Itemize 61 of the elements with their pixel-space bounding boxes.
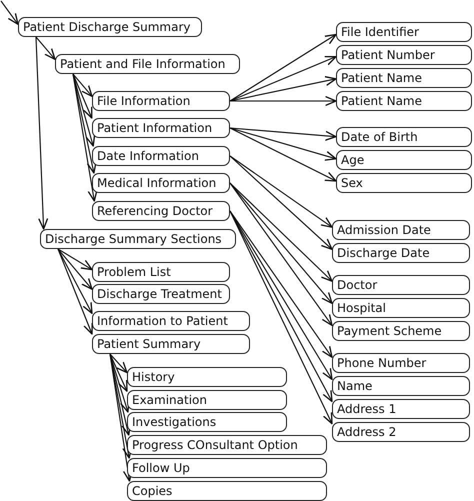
arrow xyxy=(230,182,333,326)
node-box: Patient Name xyxy=(336,68,472,88)
node-box: File Identifier xyxy=(336,22,472,42)
node-box: Progress COnsultant Option xyxy=(127,435,327,455)
arrow xyxy=(230,182,333,304)
arrow xyxy=(109,354,132,459)
arrow xyxy=(110,354,128,374)
node-box: Name xyxy=(332,376,470,396)
node-box: Discharge Treatment xyxy=(92,284,230,304)
node-box: Investigations xyxy=(127,412,287,432)
node-box: Examination xyxy=(127,390,287,410)
node-box: Address 2 xyxy=(332,422,470,442)
arrow xyxy=(110,354,128,392)
node-box: Referencing Doctor xyxy=(92,201,230,221)
arrow xyxy=(109,354,133,482)
arrow xyxy=(230,96,337,106)
node-box: Problem List xyxy=(92,262,230,282)
arrow xyxy=(230,34,337,102)
node-box: Copies xyxy=(127,481,327,501)
arrow xyxy=(57,248,93,335)
node-box: Patient Information xyxy=(92,118,230,138)
arrow xyxy=(58,248,93,290)
node-box: Payment Scheme xyxy=(332,321,470,341)
arrow xyxy=(230,127,337,141)
arrow xyxy=(0,0,19,25)
node-box: History xyxy=(127,367,287,387)
arrow xyxy=(230,156,333,228)
node-box: Phone Number xyxy=(332,353,470,373)
node-box: Age xyxy=(336,150,472,170)
node-box: Patient Summary xyxy=(92,334,250,354)
arrow xyxy=(58,248,93,270)
node-box: Patient Number xyxy=(336,45,472,65)
node-box: Discharge Date xyxy=(332,243,470,263)
node-box: Information to Patient xyxy=(92,311,250,331)
arrow xyxy=(72,74,96,147)
node-box: Doctor xyxy=(332,275,470,295)
node-box: Hospital xyxy=(332,298,470,318)
node-box: Follow Up xyxy=(127,458,327,478)
node-box: Discharge Summary Sections xyxy=(40,229,236,249)
arrow xyxy=(72,74,92,119)
node-box: Admission Date xyxy=(332,220,470,240)
arrow xyxy=(36,36,56,60)
node-box: Patient Discharge Summary xyxy=(18,17,202,37)
arrow xyxy=(230,56,337,102)
node-box: File Information xyxy=(92,91,230,111)
node-box: Date Information xyxy=(92,146,230,166)
node-box: Address 1 xyxy=(332,399,470,419)
arrow xyxy=(72,74,98,202)
arrow xyxy=(35,36,48,230)
arrow xyxy=(230,156,333,250)
arrow xyxy=(72,74,93,97)
node-box: Patient Name xyxy=(336,91,472,111)
arrow xyxy=(230,76,337,102)
node-box: Date of Birth xyxy=(336,127,472,147)
arrow xyxy=(230,128,337,182)
node-box: Medical Information xyxy=(92,173,230,193)
node-box: Patient and File Information xyxy=(55,54,240,74)
arrow xyxy=(230,127,337,161)
node-box: Sex xyxy=(336,173,472,193)
arrow xyxy=(230,182,333,282)
arrow xyxy=(58,248,93,314)
